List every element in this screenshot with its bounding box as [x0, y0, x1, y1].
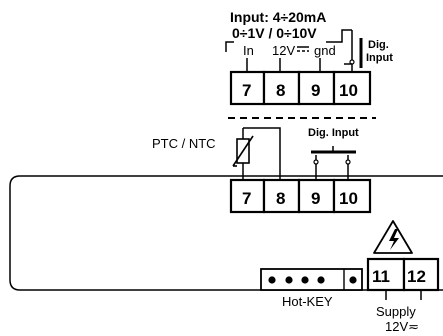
dc-symbol-icon: [297, 46, 309, 52]
bottom-terminal-9: 9: [311, 189, 320, 208]
top-terminal-7: 7: [242, 81, 251, 100]
warning-high-voltage-icon: [373, 220, 413, 254]
hotkey-connector: [260, 268, 363, 291]
dig-input-bottom-label: Dig. Input: [308, 127, 359, 139]
top-terminal-block: Input: 4÷20mA 0÷1V / 0÷10V In 12V gnd Di…: [225, 9, 393, 106]
switch-symbol-icon: [311, 146, 356, 165]
supply-voltage-label: 12V≂: [385, 319, 419, 334]
switch-symbol-icon: [349, 30, 363, 68]
input-label-line2: 0÷1V / 0÷10V: [232, 25, 317, 41]
top-terminal-8: 8: [276, 81, 285, 100]
supply-terminal-12: 12: [407, 267, 426, 286]
bottom-terminal-10: 10: [339, 189, 358, 208]
hotkey-label: Hot-KEY: [282, 294, 333, 309]
bottom-terminal-8: 8: [276, 189, 285, 208]
bottom-terminal-7: 7: [242, 189, 251, 208]
dig-input-top-label-1: Dig.: [368, 39, 389, 51]
supply-label: Supply: [376, 304, 416, 319]
in-label: In: [243, 43, 254, 58]
gnd-label: gnd: [314, 43, 336, 58]
supply-terminal-11: 11: [372, 267, 390, 286]
controller-housing: [9, 175, 443, 291]
bottom-terminal-block: PTC / NTC Dig. Input 7 8 9 10: [9, 127, 443, 334]
input-label-line1: Input: 4÷20mA: [230, 9, 326, 25]
v12-label: 12V: [272, 43, 295, 58]
thermistor-symbol-icon: [232, 135, 254, 167]
top-terminal-9: 9: [311, 81, 320, 100]
top-terminal-10: 10: [339, 81, 358, 100]
ptc-ntc-label: PTC / NTC: [152, 136, 216, 151]
dig-input-top-label-2: Input: [366, 52, 393, 64]
